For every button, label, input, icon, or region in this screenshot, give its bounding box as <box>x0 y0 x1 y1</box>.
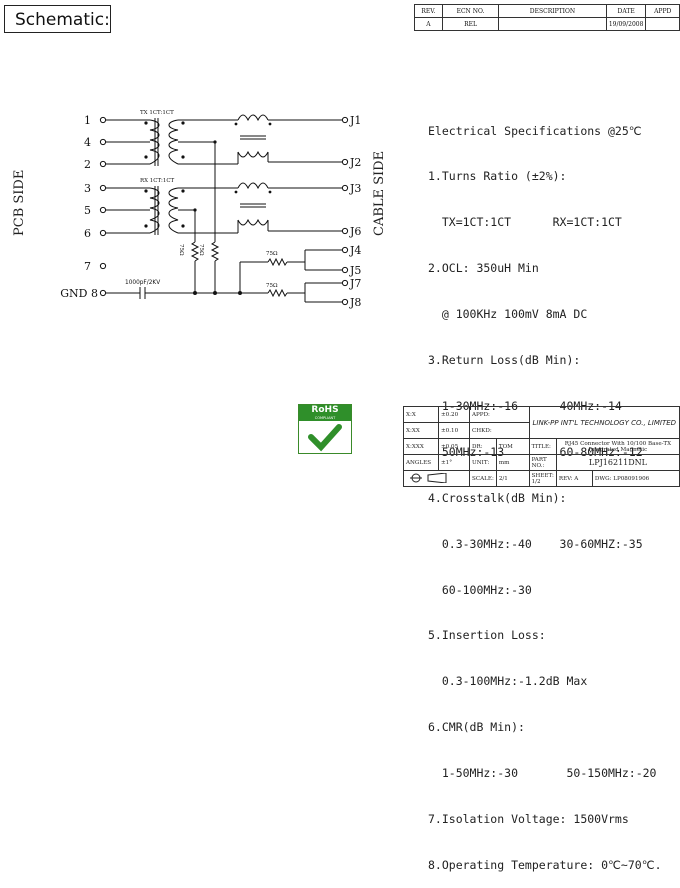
pin-label: 6 <box>84 227 91 240</box>
capacitor-label: 1000pF/2KV <box>125 280 160 286</box>
appd-header: APPD <box>645 4 680 18</box>
revision-table: REV. ECN NO. DESCRIPTION DATE APPD A REL… <box>414 4 680 31</box>
angles-label: ANGLES <box>403 454 439 471</box>
pin-label: 4 <box>84 136 91 149</box>
company-name: LINK-PP INT'L TECHNOLOGY CO., LIMITED <box>528 406 680 439</box>
spec-line: 4.Crosstalk(dB Min): <box>428 490 567 505</box>
title-block: X:X ±0.20 APPD: LINK-PP INT'L TECHNOLOGY… <box>403 406 680 487</box>
tol-label: X:X <box>403 406 439 423</box>
right-pin-terminals <box>341 116 349 306</box>
pin-label: J6 <box>349 225 361 238</box>
spec-line: 6.CMR(dB Min): <box>428 720 525 735</box>
pin-label: GND 8 <box>60 287 98 300</box>
tx-label: TX 1CT:1CT <box>140 110 174 116</box>
termination-resistors <box>239 249 342 303</box>
resistor-label: 75Ω <box>266 283 278 289</box>
pin-label: J3 <box>349 182 361 195</box>
dwg-value: LP08091906 <box>613 475 650 482</box>
pin-label: J7 <box>349 277 361 290</box>
part-label: PART NO.: <box>528 454 557 471</box>
date-cell: 19/09/2008 <box>605 17 647 31</box>
tol-label: X:XXX <box>403 438 439 455</box>
spec-line: 0.3-30MHz:-40 30-60MHZ:-35 <box>428 536 643 551</box>
spec-line: 8.Operating Temperature: 0℃~70℃. <box>428 857 662 872</box>
rohs-logo: RoHS COMPLIANT <box>298 404 352 454</box>
pin-label: J1 <box>349 114 361 127</box>
spec-line: @ 100KHz 100mV 8mA DC <box>428 307 588 322</box>
tol-value: ±0.20 <box>438 406 470 423</box>
chkd-label: CHKD: <box>469 422 530 439</box>
tx-choke <box>237 114 342 164</box>
resistor-label: 75Ω <box>198 244 204 256</box>
pin-label: 1 <box>84 114 91 127</box>
tx-transformer <box>130 118 238 166</box>
projection-icon <box>410 471 447 484</box>
tol-label: X:XX <box>403 422 439 439</box>
spec-line: 0.3-100MHz:-1.2dB Max <box>428 674 588 689</box>
pin-label: J2 <box>349 156 361 169</box>
rev-value: A <box>574 475 579 482</box>
part-number: LPJ16211DNL <box>555 454 680 471</box>
angles-value: ±1° <box>438 454 470 471</box>
appd-cell <box>645 17 680 31</box>
resistor-label: 75Ω <box>266 251 278 257</box>
polarity-dots <box>144 121 272 295</box>
page-title: Schematic: <box>4 5 111 33</box>
title-label: TITLE: <box>528 438 557 455</box>
rx-label: RX 1CT:1CT <box>140 178 175 184</box>
dr-label: DR: <box>469 438 497 455</box>
spec-line: 3.Return Loss(dB Min): <box>428 353 581 368</box>
dwg-label: DWG: LP08091906 <box>591 470 680 487</box>
appd-label: APPD: <box>469 406 530 423</box>
electrical-specs: Electrical Specifications @25℃ 1.Turns R… <box>428 93 662 888</box>
rohs-sub-label: COMPLIANT <box>299 416 351 421</box>
pin-label: 7 <box>84 260 91 273</box>
projection-symbol <box>403 470 470 487</box>
tol-value: ±0.10 <box>438 422 470 439</box>
spec-line: 1.Turns Ratio (±2%): <box>428 169 567 184</box>
scale-value: 2/1 <box>495 470 530 487</box>
dr-value: TOM <box>495 438 530 455</box>
pin-label: J5 <box>349 264 361 277</box>
spec-line: 7.Isolation Voltage: 1500Vrms <box>428 811 629 826</box>
pin-label: 3 <box>84 182 91 195</box>
spec-line: 1-50MHz:-30 50-150MHz:-20 <box>428 766 657 781</box>
spec-line: 2.OCL: 350uH Min <box>428 261 539 276</box>
rev-label: REV: A <box>555 470 593 487</box>
left-pin-wires <box>99 116 150 297</box>
spec-line: TX=1CT:1CT RX=1CT:1CT <box>428 215 622 230</box>
ground-capacitor <box>139 287 240 299</box>
sheet-label: SHEET: 1/2 <box>528 470 557 487</box>
pin-label: 5 <box>84 204 91 217</box>
center-tap-resistors <box>190 142 220 293</box>
pin-label: J4 <box>349 244 361 257</box>
checkmark-icon <box>308 424 342 452</box>
rohs-label: RoHS <box>299 405 351 416</box>
tol-value: ±0.05 <box>438 438 470 455</box>
pin-label: J8 <box>349 296 361 309</box>
spec-line: 60-100MHz:-30 <box>428 582 532 597</box>
resistor-label: 75Ω <box>178 244 184 256</box>
ecn-cell: REL <box>441 17 500 31</box>
specs-heading: Electrical Specifications @25℃ <box>428 123 642 138</box>
pin-label: 2 <box>84 158 91 171</box>
scale-label: SCALE: <box>469 470 497 487</box>
unit-value: mm <box>495 454 530 471</box>
title-value: RJ45 Connector With 10/100 Base-TX Integ… <box>555 438 680 455</box>
spec-line: 5.Insertion Loss: <box>428 628 546 643</box>
sheet-value: 1/2 <box>531 478 541 485</box>
description-cell <box>498 17 607 31</box>
rx-choke <box>237 182 342 233</box>
unit-label: UNIT: <box>469 454 497 471</box>
rx-transformer <box>130 186 238 235</box>
schematic-diagram: TX 1CT:1CT RX 1CT:1CT 1 4 2 3 5 6 7 GND … <box>60 110 361 309</box>
